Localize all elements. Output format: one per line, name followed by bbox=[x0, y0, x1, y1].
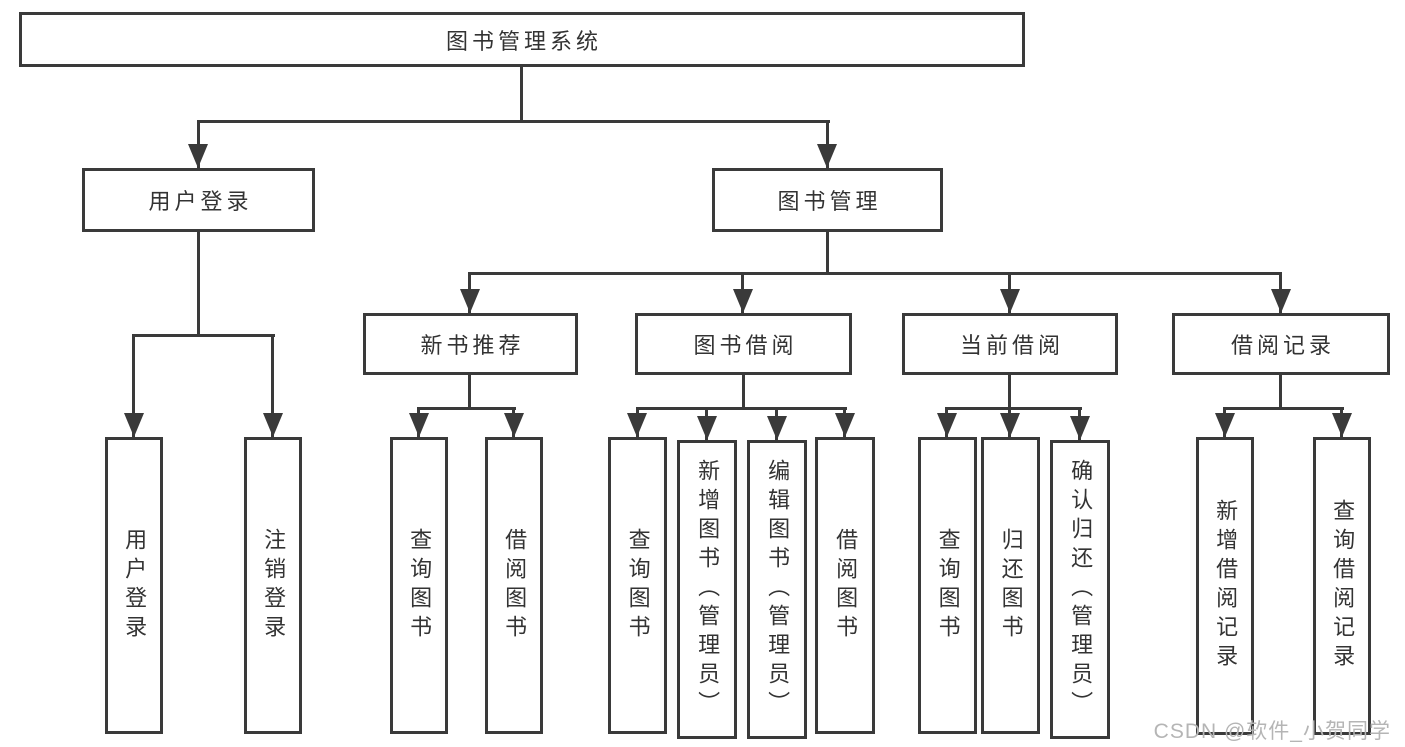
connector-level2-rail bbox=[197, 120, 830, 123]
leaf-cb-query-books-label: 查询图书 bbox=[935, 527, 961, 644]
connector-book-mgmt-stem bbox=[826, 232, 829, 275]
arrowhead-to-new-book-rec bbox=[460, 289, 480, 313]
leaf-bb-query-books-label: 查询图书 bbox=[625, 527, 651, 644]
arrowhead-to-rec-borrow-books bbox=[504, 413, 524, 437]
leaf-logout: 注销登录 bbox=[244, 437, 302, 734]
connector-book-borrow-stem bbox=[742, 375, 745, 410]
leaf-bb-add-books-admin: 新增图书（管理员） bbox=[677, 440, 737, 739]
arrowhead-to-user-login bbox=[188, 144, 208, 168]
node-borrow-records: 借阅记录 bbox=[1172, 313, 1390, 375]
arrowhead-to-borrow-records bbox=[1271, 289, 1291, 313]
arrowhead-to-br-query-record bbox=[1332, 413, 1352, 437]
node-new-book-recommend: 新书推荐 bbox=[363, 313, 578, 375]
arrowhead-to-leaf-logout bbox=[263, 413, 283, 437]
arrowhead-to-book-mgmt bbox=[817, 144, 837, 168]
arrowhead-to-br-add-record bbox=[1215, 413, 1235, 437]
leaf-cb-return-books: 归还图书 bbox=[981, 437, 1040, 734]
arrowhead-to-cb-return-books bbox=[1000, 413, 1020, 437]
connector-book-borrow-rail bbox=[636, 407, 847, 410]
leaf-cb-confirm-return-admin: 确认归还（管理员） bbox=[1050, 440, 1110, 739]
arrowhead-to-bb-add-books bbox=[697, 416, 717, 440]
leaf-br-add-record: 新增借阅记录 bbox=[1196, 437, 1254, 735]
connector-new-book-rec-stem bbox=[468, 375, 471, 410]
leaf-br-query-record-label: 查询借阅记录 bbox=[1330, 499, 1356, 673]
connector-current-borrow-rail bbox=[945, 407, 1082, 410]
connector-level3-rail bbox=[468, 272, 1282, 275]
connector-to-leaf-user-login bbox=[132, 334, 135, 437]
connector-root-stem bbox=[520, 67, 523, 123]
arrowhead-to-bb-edit-books bbox=[767, 416, 787, 440]
leaf-rec-borrow-books-label: 借阅图书 bbox=[502, 527, 528, 644]
node-book-borrow: 图书借阅 bbox=[635, 313, 852, 375]
leaf-bb-edit-books-admin: 编辑图书（管理员） bbox=[747, 440, 807, 739]
connector-to-leaf-logout bbox=[271, 334, 274, 437]
arrowhead-to-leaf-user-login bbox=[124, 413, 144, 437]
connector-borrow-records-rail bbox=[1223, 407, 1344, 410]
csdn-watermark: CSDN @软件_小贺同学 bbox=[1153, 720, 1391, 743]
arrowhead-to-cb-confirm-return bbox=[1070, 416, 1090, 440]
arrowhead-to-bb-borrow-books bbox=[835, 413, 855, 437]
node-root-system: 图书管理系统 bbox=[19, 12, 1025, 67]
connector-user-login-stem bbox=[197, 232, 200, 337]
arrowhead-to-bb-query-books bbox=[627, 413, 647, 437]
node-current-borrow: 当前借阅 bbox=[902, 313, 1118, 375]
arrowhead-to-current-borrow bbox=[1000, 289, 1020, 313]
leaf-br-add-record-label: 新增借阅记录 bbox=[1213, 499, 1239, 673]
leaf-logout-label: 注销登录 bbox=[261, 527, 287, 644]
leaf-br-query-record: 查询借阅记录 bbox=[1313, 437, 1371, 735]
connector-new-book-rec-rail bbox=[417, 407, 516, 410]
leaf-user-login: 用户登录 bbox=[105, 437, 163, 734]
leaf-bb-borrow-books-label: 借阅图书 bbox=[833, 527, 859, 644]
connector-borrow-records-stem bbox=[1279, 375, 1282, 410]
leaf-cb-return-books-label: 归还图书 bbox=[998, 527, 1024, 644]
leaf-bb-query-books: 查询图书 bbox=[608, 437, 667, 734]
leaf-user-login-label: 用户登录 bbox=[122, 527, 148, 644]
node-user-login: 用户登录 bbox=[82, 168, 315, 232]
leaf-bb-borrow-books: 借阅图书 bbox=[815, 437, 875, 734]
leaf-rec-query-books: 查询图书 bbox=[390, 437, 448, 734]
node-book-mgmt: 图书管理 bbox=[712, 168, 943, 232]
leaf-bb-add-books-admin-label: 新增图书（管理员） bbox=[695, 459, 721, 720]
leaf-cb-query-books: 查询图书 bbox=[918, 437, 977, 734]
leaf-rec-query-books-label: 查询图书 bbox=[407, 527, 433, 644]
leaf-rec-borrow-books: 借阅图书 bbox=[485, 437, 543, 734]
leaf-bb-edit-books-admin-label: 编辑图书（管理员） bbox=[765, 459, 791, 720]
leaf-cb-confirm-return-admin-label: 确认归还（管理员） bbox=[1068, 459, 1094, 720]
arrowhead-to-rec-query-books bbox=[409, 413, 429, 437]
arrowhead-to-book-borrow bbox=[733, 289, 753, 313]
connector-current-borrow-stem bbox=[1008, 375, 1011, 410]
arrowhead-to-cb-query-books bbox=[937, 413, 957, 437]
connector-user-login-rail bbox=[132, 334, 275, 337]
